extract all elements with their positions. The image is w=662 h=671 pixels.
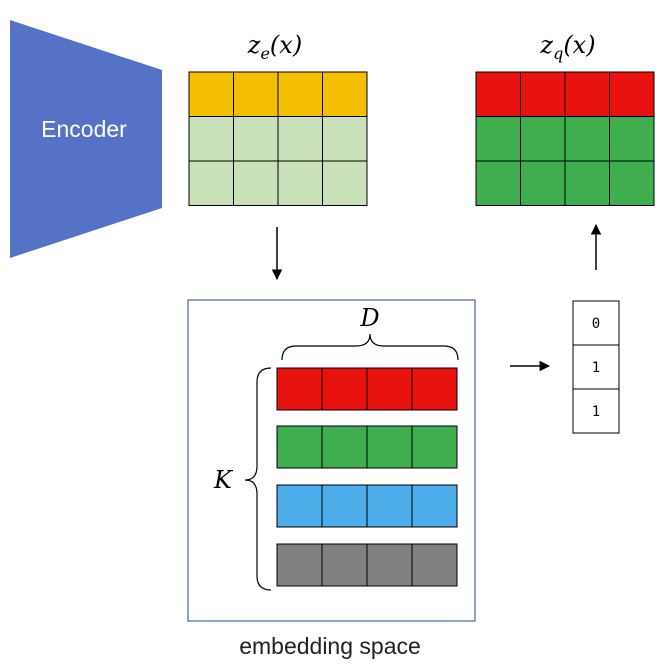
index-column: 0 1 1 bbox=[572, 300, 620, 434]
zq-cell bbox=[520, 116, 566, 162]
index-value: 1 bbox=[592, 404, 600, 420]
codebook-cell bbox=[321, 543, 368, 587]
codebook-cell bbox=[276, 543, 323, 587]
ze-grid bbox=[188, 71, 368, 206]
zq-cell bbox=[520, 160, 566, 206]
codebook-cell bbox=[411, 484, 458, 528]
encoder-shape bbox=[10, 20, 162, 258]
zq-grid bbox=[475, 71, 655, 206]
ze-label: ze(x) bbox=[247, 31, 302, 63]
codebook-cell bbox=[276, 425, 323, 469]
ze-symbol: z bbox=[247, 31, 261, 59]
codebook-cell bbox=[366, 367, 413, 411]
zq-cell bbox=[609, 160, 655, 206]
ze-cell bbox=[188, 71, 234, 117]
ze-cell bbox=[188, 160, 234, 206]
index-value: 1 bbox=[592, 360, 600, 376]
ze-cell bbox=[277, 116, 323, 162]
zq-cell bbox=[564, 160, 610, 206]
zq-cell bbox=[520, 71, 566, 117]
zq-cell bbox=[609, 116, 655, 162]
ze-cell bbox=[322, 71, 368, 117]
ze-cell bbox=[322, 160, 368, 206]
embedding-space-box bbox=[187, 299, 476, 622]
zq-cell bbox=[475, 160, 521, 206]
index-cell bbox=[572, 388, 620, 434]
index-value: 0 bbox=[592, 316, 600, 332]
zq-subscript: q bbox=[553, 44, 563, 63]
codebook-cell bbox=[411, 425, 458, 469]
embedding-space-caption: embedding space bbox=[239, 633, 421, 659]
ze-cell bbox=[322, 116, 368, 162]
ze-cell bbox=[233, 116, 279, 162]
count-label: K bbox=[213, 466, 234, 494]
ze-subscript: e bbox=[260, 44, 269, 63]
codebook-cell bbox=[366, 543, 413, 587]
codebook-cell bbox=[411, 543, 458, 587]
codebook-cell bbox=[321, 425, 368, 469]
ze-cell bbox=[233, 71, 279, 117]
zq-cell bbox=[609, 71, 655, 117]
zq-cell bbox=[475, 71, 521, 117]
zq-argument: (x) bbox=[563, 31, 595, 59]
codebook-cell bbox=[366, 425, 413, 469]
zq-cell bbox=[475, 116, 521, 162]
ze-cell bbox=[188, 116, 234, 162]
codebook-cell bbox=[321, 484, 368, 528]
codebook-cell bbox=[366, 484, 413, 528]
count-brace bbox=[244, 367, 272, 591]
codebook-cell bbox=[276, 484, 323, 528]
ze-argument: (x) bbox=[270, 31, 302, 59]
codebook-cell bbox=[321, 367, 368, 411]
codebook bbox=[276, 367, 458, 587]
zq-symbol: z bbox=[539, 31, 553, 59]
ze-cell bbox=[277, 160, 323, 206]
codebook-cell bbox=[276, 367, 323, 411]
zq-cell bbox=[564, 116, 610, 162]
encoder-label: Encoder bbox=[41, 116, 127, 142]
ze-cell bbox=[233, 160, 279, 206]
dimension-brace bbox=[281, 333, 459, 361]
encoder: Encoder bbox=[10, 20, 162, 258]
zq-cell bbox=[564, 71, 610, 117]
dimension-label: D bbox=[359, 304, 379, 332]
ze-cell bbox=[277, 71, 323, 117]
zq-label: zq(x) bbox=[539, 31, 595, 63]
index-cell bbox=[572, 344, 620, 390]
codebook-cell bbox=[411, 367, 458, 411]
